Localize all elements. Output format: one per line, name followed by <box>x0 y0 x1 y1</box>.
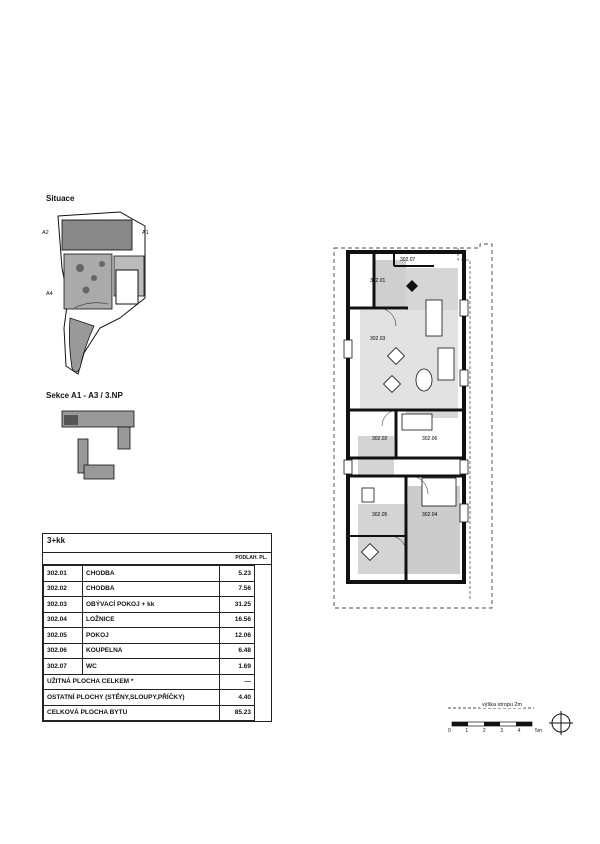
room-label-302-01: 302.01 <box>370 278 386 284</box>
room-label-302-04: 302.04 <box>422 512 438 518</box>
room-label-302-02: 302.02 <box>372 436 388 442</box>
scale-tick: 1 <box>465 728 469 734</box>
ceiling-height-line <box>448 707 534 709</box>
scale-ticks: 0 1 2 3 4 5m <box>448 728 542 734</box>
scale-tick: 2 <box>482 728 486 734</box>
total-value: 85.23 <box>219 704 255 721</box>
summary-row-usable: UŽITNÁ PLOCHA CELKEM *— <box>43 673 255 690</box>
room-number: 302.06 <box>43 642 83 659</box>
table-title: 3+kk <box>43 534 271 553</box>
floor-plan: 302.07 302.01 302.03 302.02 302.06 302.0… <box>333 243 493 609</box>
usable-value: — <box>219 673 255 690</box>
room-name: WC <box>82 658 220 675</box>
room-name: LOŽNICE <box>82 611 220 628</box>
section-title: Sekce A1 - A3 / 3.NP <box>46 391 123 400</box>
scale-tick: 4 <box>517 728 521 734</box>
section-plan <box>61 410 135 480</box>
room-area: 12.06 <box>219 627 255 644</box>
room-label-302-05: 302.05 <box>372 512 388 518</box>
room-area: 7.56 <box>219 580 255 597</box>
usable-label: UŽITNÁ PLOCHA CELKEM * <box>43 673 220 690</box>
room-number: 302.01 <box>43 565 83 582</box>
room-label-302-07: 302.07 <box>400 257 416 263</box>
other-value: 4.40 <box>219 689 255 706</box>
room-name: CHODBA <box>82 580 220 597</box>
situation-map <box>57 211 146 375</box>
other-label: OSTATNÍ PLOCHY (STĚNY,SLOUPY,PŘÍČKY) <box>43 689 220 706</box>
scale-tick: 0 <box>448 728 451 734</box>
room-number: 302.04 <box>43 611 83 628</box>
room-area: 6.48 <box>219 642 255 659</box>
room-area: 31.25 <box>219 596 255 613</box>
room-number: 302.02 <box>43 580 83 597</box>
situation-title: Situace <box>46 194 75 203</box>
room-number: 302.03 <box>43 596 83 613</box>
label-a4: A4 <box>46 291 53 297</box>
room-name: OBÝVACÍ POKOJ + kk <box>82 596 220 613</box>
room-number: 302.05 <box>43 627 83 644</box>
room-name: POKOJ <box>82 627 220 644</box>
label-a2: A2 <box>42 230 49 236</box>
room-number: 302.07 <box>43 658 83 675</box>
scale-tick: 3 <box>500 728 503 734</box>
room-area: 1.69 <box>219 658 255 675</box>
room-label-302-03: 302.03 <box>370 336 386 342</box>
total-label: CELKOVÁ PLOCHA BYTU <box>43 704 220 721</box>
room-area: 16.56 <box>219 611 255 628</box>
room-name: KOUPELNA <box>82 642 220 659</box>
summary-row-other: OSTATNÍ PLOCHY (STĚNY,SLOUPY,PŘÍČKY)4.40 <box>43 689 255 706</box>
room-area: 5.23 <box>219 565 255 582</box>
room-name: CHODBA <box>82 565 220 582</box>
scale-bar <box>451 721 533 727</box>
ceiling-height-note: výška stropu 2m <box>480 702 525 708</box>
room-label-302-06: 302.06 <box>422 436 438 442</box>
table-header-area: PODLAH. PL. <box>43 553 271 565</box>
scale-tick: 5m <box>535 728 542 734</box>
north-arrow-icon <box>549 711 573 735</box>
